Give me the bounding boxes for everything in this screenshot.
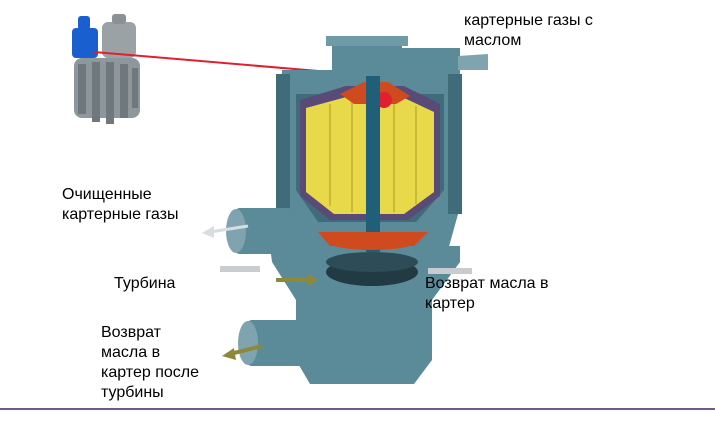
bottom-divider [0,408,715,410]
label-line: картерные газы [62,206,179,223]
label-oil-return-after-turbine: Возврат масла в картер после турбины [101,323,199,403]
label-cleaned-crankcase-gases: Очищенные картерные газы [62,185,178,225]
label-line: маслом [464,32,522,49]
label-line: Возврат масла в [425,275,549,292]
label-line: турбины [101,384,164,401]
label-line: картер [425,295,475,312]
label-line: масла в [101,344,161,361]
separator-core [300,76,440,286]
flow-arrows [202,224,318,360]
label-line: Очищенные [62,186,152,203]
label-line: картер после [101,364,199,381]
label-crankcase-gases-with-oil: картерные газы с маслом [464,11,593,51]
label-line: картерные газы с [464,12,593,29]
label-oil-return-to-crankcase: Возврат масла в картер [425,274,549,314]
faint-text-artifact [428,268,472,274]
separator-thumbnail [72,14,140,124]
faint-text-artifact [220,266,260,272]
pointer-line [93,51,331,73]
label-turbine: Турбина [114,275,176,292]
label-line: Возврат [101,324,161,341]
